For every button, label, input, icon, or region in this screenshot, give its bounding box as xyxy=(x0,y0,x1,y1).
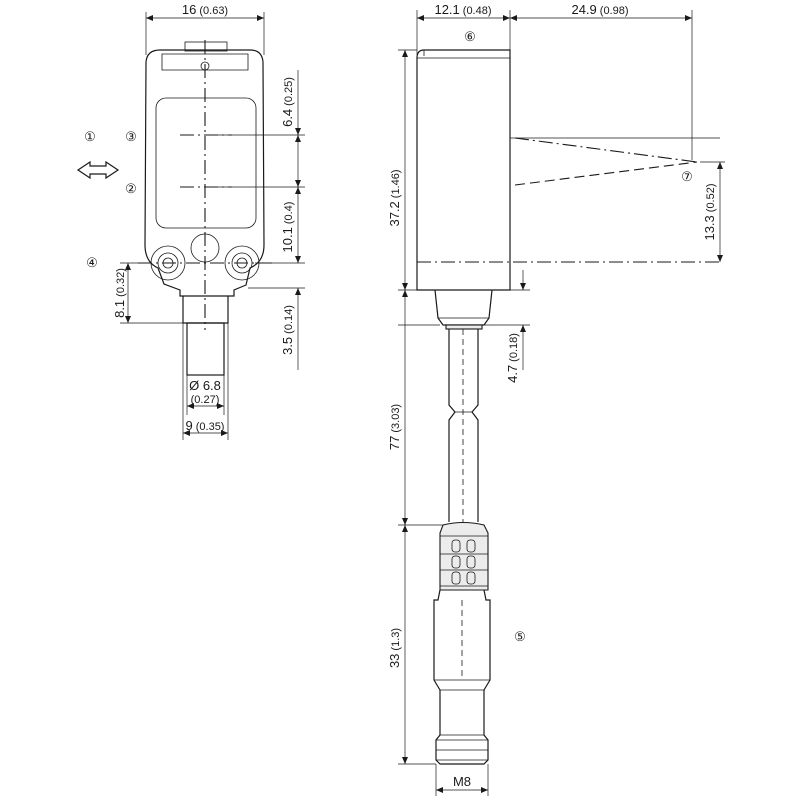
callout-3: ③ xyxy=(125,129,137,144)
double-arrow-icon xyxy=(76,160,120,180)
dim-depth-label: 12.1(0.48) xyxy=(434,2,491,17)
dim-cable-diameter-label: Ø 6.8 xyxy=(189,378,221,393)
dim-cable-length-label: 77(3.03) xyxy=(387,404,402,450)
dim-cable-diameter-inch: (0.27) xyxy=(191,394,220,406)
beam-upper xyxy=(514,137,698,163)
dim-cable-gland-label: 4.7(0.18) xyxy=(505,333,520,383)
callout-4: ④ xyxy=(86,255,98,270)
sensor-housing-side xyxy=(416,49,511,291)
dim-height-label: 37.2(1.46) xyxy=(387,169,402,226)
cable-gland xyxy=(434,289,493,326)
connector-body xyxy=(433,589,491,765)
sensor-housing-front xyxy=(144,49,265,297)
dim-connector-length-label: 33(1.3) xyxy=(387,628,402,668)
callout-5: ⑤ xyxy=(514,629,526,644)
lens-window xyxy=(155,97,257,229)
dim-cable-width-label: 9(0.35) xyxy=(186,418,225,433)
front-view: 16(0.63) ① ③ ② ④ xyxy=(76,2,305,440)
side-view: 12.1(0.48) 24.9(0.98) ⑥ ⑦ 13.3(0.52) 37.… xyxy=(387,2,725,796)
callout-6: ⑥ xyxy=(464,29,476,44)
callout-1: ① xyxy=(84,129,96,144)
callout-2: ② xyxy=(125,181,137,196)
dim-focus-label: 24.9(0.98) xyxy=(571,2,628,17)
cable xyxy=(448,329,456,522)
thread-label: M8 xyxy=(453,774,471,789)
dim-emitter-label: 6.4(0.25) xyxy=(280,77,295,127)
dim-connector-offset-label: 3.5(0.14) xyxy=(280,305,295,355)
dim-width-label: 16(0.63) xyxy=(182,2,228,17)
callout-7: ⑦ xyxy=(681,169,693,184)
dim-spacing-label: 10.1(0.4) xyxy=(280,202,295,253)
dim-mount-hole-label: 8.1(0.32) xyxy=(112,268,127,318)
dim-beam-label: 13.3(0.52) xyxy=(702,183,717,240)
beam-lower xyxy=(514,161,698,186)
connector-strain-relief xyxy=(439,521,489,591)
front-cable xyxy=(186,322,225,376)
